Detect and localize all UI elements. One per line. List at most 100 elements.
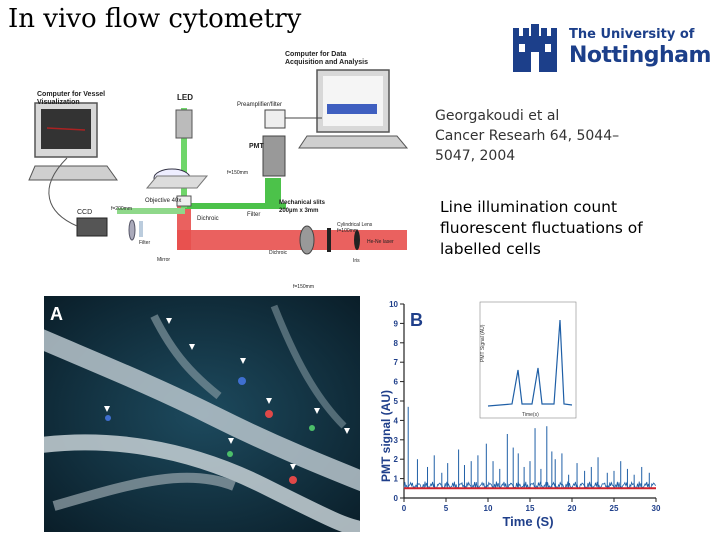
objective-lens	[176, 195, 192, 207]
arrowhead-marker	[240, 358, 246, 364]
label-slits-1: Mechanical slits	[279, 200, 326, 206]
labelled-cell	[265, 410, 273, 418]
y-tick-label: 6	[394, 378, 399, 387]
castle-crest-icon	[513, 24, 557, 72]
label-slits-2: 200µm x 3mm	[279, 208, 318, 214]
reference-text: Georgakoudi et al Cancer Researh 64, 504…	[435, 106, 665, 166]
label-vessel-computer-2: Visualization	[37, 99, 80, 106]
led-light-path	[181, 108, 187, 208]
ccd-cable	[48, 157, 78, 227]
x-tick-label: 15	[526, 504, 535, 513]
label-f150b: f=150mm	[293, 284, 314, 290]
label-led: LED	[177, 93, 193, 102]
y-tick-label: 4	[394, 416, 399, 425]
slide-title: In vivo flow cytometry	[8, 4, 302, 34]
laser-beam-horizontal	[177, 230, 407, 250]
y-tick-label: 9	[394, 319, 399, 328]
inset-trace	[487, 319, 573, 407]
arrowhead-marker	[344, 428, 350, 434]
description-line: labelled cells	[440, 240, 541, 258]
label-dichroic-1: Dichroic	[197, 216, 219, 222]
reference-line: 5047, 2004	[435, 148, 516, 164]
university-logo: The University of Nottingham	[507, 22, 711, 78]
iris	[354, 230, 360, 250]
x-axis-title: Time (S)	[502, 514, 553, 529]
arrowhead-marker	[266, 398, 272, 404]
arrowhead-marker	[314, 408, 320, 414]
vessel-lower	[44, 434, 360, 532]
label-cyl-lens-2: f=100mm	[337, 228, 358, 234]
label-filter-1: Filter	[139, 240, 150, 246]
labelled-cell	[227, 451, 233, 457]
inset-ylabel: PMT Signal (AU)	[480, 324, 486, 362]
y-axis-title: PMT signal (AU)	[379, 390, 393, 482]
y-tick-label: 5	[394, 397, 399, 406]
microscopy-image: A	[44, 296, 360, 532]
label-pmt: PMT	[249, 143, 265, 150]
fluorescence-path-horizontal	[181, 203, 286, 209]
inset-plot: PMT Signal (AU) Time(s)	[479, 301, 577, 419]
ccd-light-path	[117, 208, 185, 214]
arrowhead-marker	[166, 318, 172, 324]
x-tick-label: 0	[402, 504, 407, 513]
arrowhead-marker	[228, 438, 234, 444]
vessel-right	[270, 304, 347, 429]
inset-xlabel: Time(s)	[522, 412, 539, 418]
vessel-small	[150, 314, 222, 400]
pmt-detector	[262, 135, 286, 177]
description-text: Line illumination count fluorescent fluc…	[440, 197, 705, 260]
label-dichroic-2: Dichroic	[269, 250, 288, 256]
arrowhead-marker	[189, 344, 195, 350]
label-vessel-computer-1: Computer for Vessel	[37, 91, 105, 98]
labelled-cell	[105, 415, 111, 421]
reference-line: Cancer Researh 64, 5044–	[435, 128, 620, 144]
setup-diagram: Computer for Vessel Visualization Comput…	[28, 51, 409, 290]
laser-beam-vertical	[177, 203, 191, 250]
label-iris: Iris	[353, 258, 360, 264]
y-tick-label: 7	[394, 358, 399, 367]
y-tick-label: 1	[394, 475, 399, 484]
slit	[327, 228, 331, 252]
vessel-computer	[28, 102, 118, 181]
label-filter-2: Filter	[247, 212, 260, 218]
x-tick-label: 10	[484, 504, 493, 513]
logo-line-2: Nottingham	[569, 43, 711, 68]
arrowhead-marker	[104, 406, 110, 412]
reference-line: Georgakoudi et al	[435, 108, 560, 124]
arrowhead-marker	[290, 464, 296, 470]
y-tick-label: 10	[389, 300, 398, 309]
filter-ccd	[139, 221, 143, 237]
data-computer	[298, 69, 409, 149]
cylindrical-lens	[299, 225, 315, 255]
panel-a-label: A	[50, 304, 63, 324]
x-tick-label: 25	[610, 504, 619, 513]
description-line: Line illumination count	[440, 198, 618, 216]
label-f150a: f=150mm	[227, 170, 248, 176]
vessel-image-svg: A	[44, 296, 360, 532]
label-f200: f=200mm	[111, 206, 132, 212]
labelled-cell	[309, 425, 315, 431]
lens-200	[128, 219, 136, 241]
label-data-computer-2: Acquisition and Analysis	[285, 59, 368, 66]
x-tick-label: 20	[568, 504, 577, 513]
y-tick-label: 3	[394, 436, 399, 445]
cell-markers	[104, 318, 350, 470]
preamp-box	[264, 109, 286, 129]
label-ccd: CCD	[77, 209, 92, 216]
label-mirror: Mirror	[157, 257, 170, 263]
label-cyl-lens-1: Cylindrical Lens	[337, 222, 373, 228]
y-tick-label: 2	[394, 455, 399, 464]
label-preamp: Preamplifier/filter	[237, 102, 282, 108]
vessel-main	[44, 329, 360, 492]
y-tick-label: 8	[394, 339, 399, 348]
vessel-branch	[52, 472, 236, 511]
labelled-cell	[238, 377, 246, 385]
x-tick-label: 5	[444, 504, 449, 513]
logo-line-1: The University of	[569, 27, 695, 42]
label-data-computer-1: Computer for Data	[285, 51, 347, 58]
y-tick-label: 0	[394, 494, 399, 503]
fluorescence-path-vertical	[265, 178, 281, 209]
